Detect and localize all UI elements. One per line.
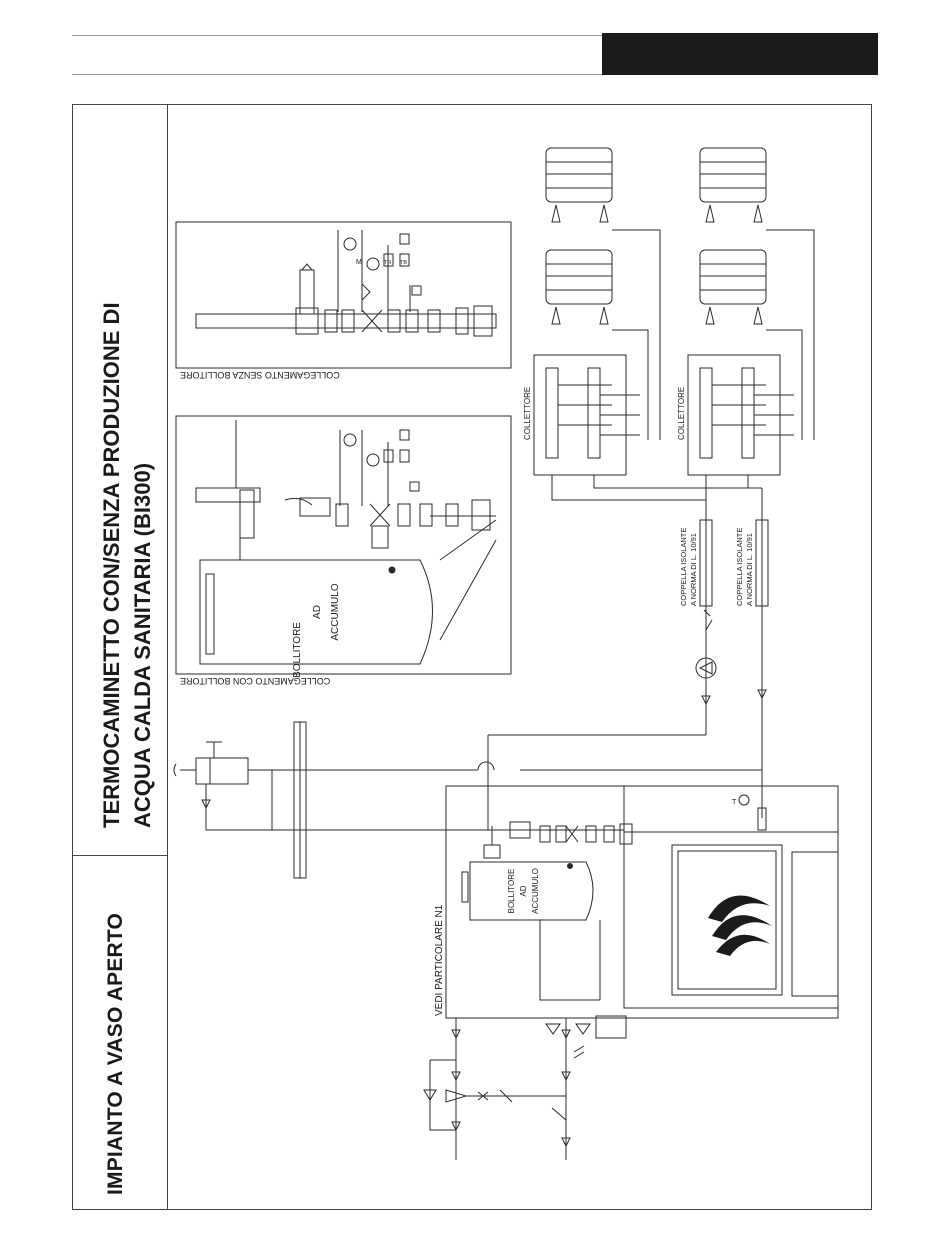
fireplace-window-outer (671, 844, 783, 996)
collector-1 (533, 354, 640, 476)
detail-pipe-without-boiler (195, 230, 497, 337)
header-black-bar (602, 33, 878, 75)
radiator-2 (545, 249, 613, 305)
label-collettore-2: COLLETTORE (677, 387, 686, 440)
tag-t-1: T (732, 799, 737, 806)
tank-large-l2: AD (312, 605, 323, 619)
radiator-group (545, 147, 815, 440)
tank-small-l3: ACCUMULO (531, 868, 540, 914)
label-see-detail: VEDI PARTICOLARE N1 (434, 904, 445, 1016)
tag-tb-1: TB (400, 260, 407, 266)
collector-2 (687, 354, 794, 476)
radiator-3 (699, 147, 767, 203)
label-insulation-2b: A NORMA DI L. 10/91 (745, 533, 754, 606)
insulation-sleeve-2 (755, 519, 769, 607)
title-column-divider (167, 104, 168, 1210)
detail-pipe-with-boiler (195, 420, 496, 549)
circulator-pump (695, 657, 717, 679)
title-column-separator (72, 855, 168, 856)
fireplace-enclosure (445, 785, 839, 1019)
tank-small-l2: AD (519, 885, 528, 896)
insulation-sleeve-1 (699, 519, 713, 607)
tag-tr-1: TR (384, 260, 391, 266)
tag-m-1: M (356, 259, 362, 266)
fireplace-window-inner (677, 850, 777, 990)
label-insulation-1a: COPPELLA ISOLANTE (679, 528, 688, 606)
bottom-valve-cluster (423, 1015, 627, 1160)
radiator-1 (545, 147, 613, 203)
label-collettore-1: COLLETTORE (523, 387, 532, 440)
drawing-frame (72, 104, 872, 1210)
detail-box-with-boiler (175, 415, 512, 675)
label-conn-without-boiler: COLLEGAMENTO SENZA BOLLITORE (180, 370, 340, 380)
tank-small-l1: BOLLITORE (507, 869, 516, 914)
detail-box-without-boiler (175, 221, 512, 369)
header-rule-bottom (72, 74, 602, 75)
label-insulation-1b: A NORMA DI L. 10/91 (689, 533, 698, 606)
radiator-4 (699, 249, 767, 305)
expansion-tank (195, 757, 249, 785)
tank-large-l1: BOLLITORE (292, 622, 303, 678)
tank-large-l3: ACCUMULO (330, 583, 341, 640)
tank-small (469, 861, 594, 921)
tank-large (199, 519, 497, 665)
label-conn-with-boiler: COLLEGAMENTO CON BOLLITORE (180, 676, 330, 686)
header-rule-top (72, 35, 602, 36)
label-insulation-2a: COPPELLA ISOLANTE (735, 528, 744, 606)
small-tank-bottom (595, 1015, 627, 1039)
brand-logo (708, 895, 772, 956)
